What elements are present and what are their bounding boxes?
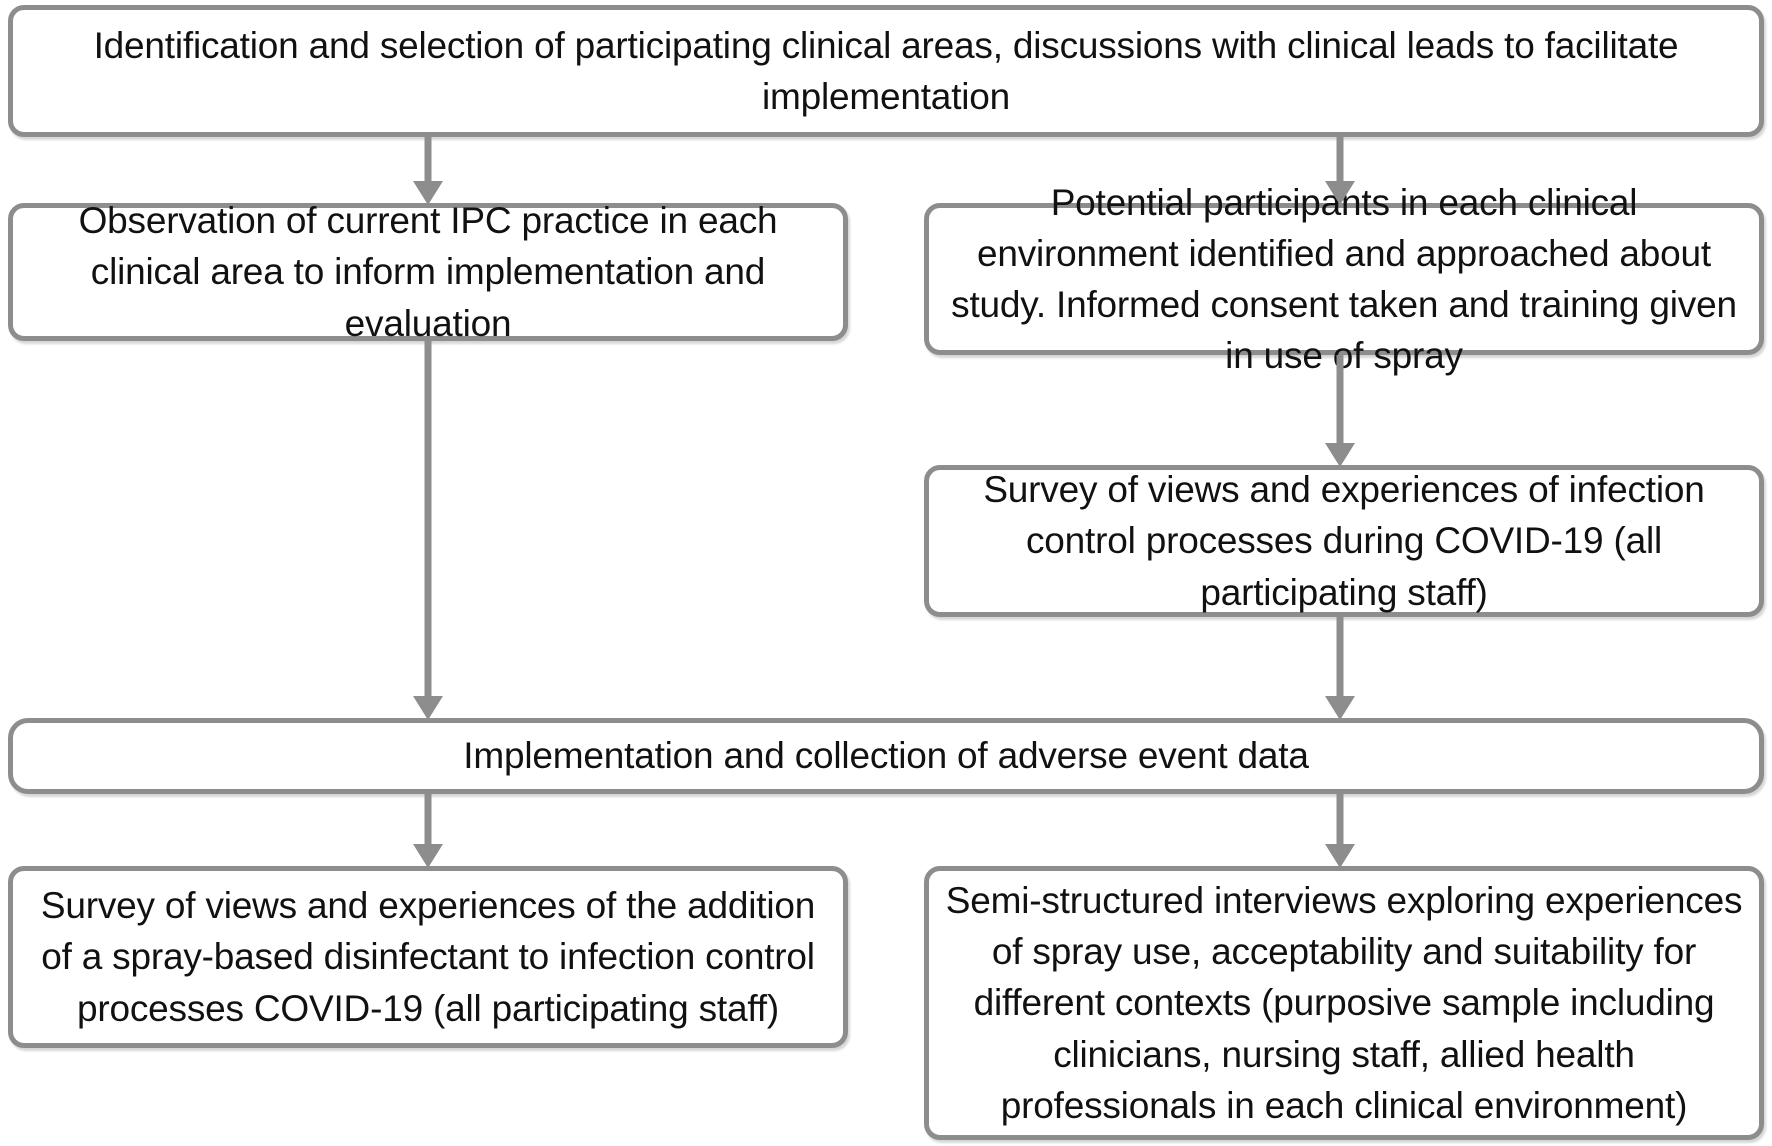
arrow-head bbox=[1325, 443, 1355, 467]
flow-node-label: Survey of views and experiences of infec… bbox=[983, 469, 1705, 613]
flow-node-label: Survey of views and experiences of the a… bbox=[40, 885, 816, 1029]
arrow-head bbox=[413, 181, 443, 205]
flow-node-survey-followup: Survey of views and experiences of the a… bbox=[8, 866, 848, 1048]
flow-node-label: Semi-structured interviews exploring exp… bbox=[945, 880, 1743, 1126]
flow-node-interviews: Semi-structured interviews exploring exp… bbox=[924, 866, 1764, 1140]
arrow-shaft bbox=[424, 794, 432, 848]
flow-node-observation: Observation of current IPC practice in e… bbox=[8, 200, 848, 344]
flow-node-label: Identification and selection of particip… bbox=[93, 24, 1679, 117]
arrow-head bbox=[1325, 181, 1355, 205]
arrow-shaft bbox=[1336, 137, 1344, 185]
flow-node-potential-participants: Potential participants in each clinical … bbox=[924, 182, 1764, 376]
flow-node-label: Implementation and collection of adverse… bbox=[463, 735, 1309, 777]
arrow-head bbox=[1325, 844, 1355, 868]
arrow-shaft bbox=[424, 137, 432, 185]
arrow-shaft bbox=[1336, 794, 1344, 848]
arrow-shaft bbox=[1336, 355, 1344, 447]
arrow-shaft bbox=[424, 341, 432, 700]
arrow-head bbox=[1325, 696, 1355, 720]
flow-node-implementation: Implementation and collection of adverse… bbox=[8, 718, 1764, 794]
arrow-shaft bbox=[1336, 617, 1344, 700]
flow-node-label: Observation of current IPC practice in e… bbox=[78, 200, 778, 344]
arrow-head bbox=[413, 844, 443, 868]
flow-node-label: Potential participants in each clinical … bbox=[951, 181, 1737, 377]
flow-node-identification: Identification and selection of particip… bbox=[8, 5, 1764, 137]
arrow-head bbox=[413, 696, 443, 720]
flow-node-survey-baseline: Survey of views and experiences of infec… bbox=[924, 465, 1764, 617]
